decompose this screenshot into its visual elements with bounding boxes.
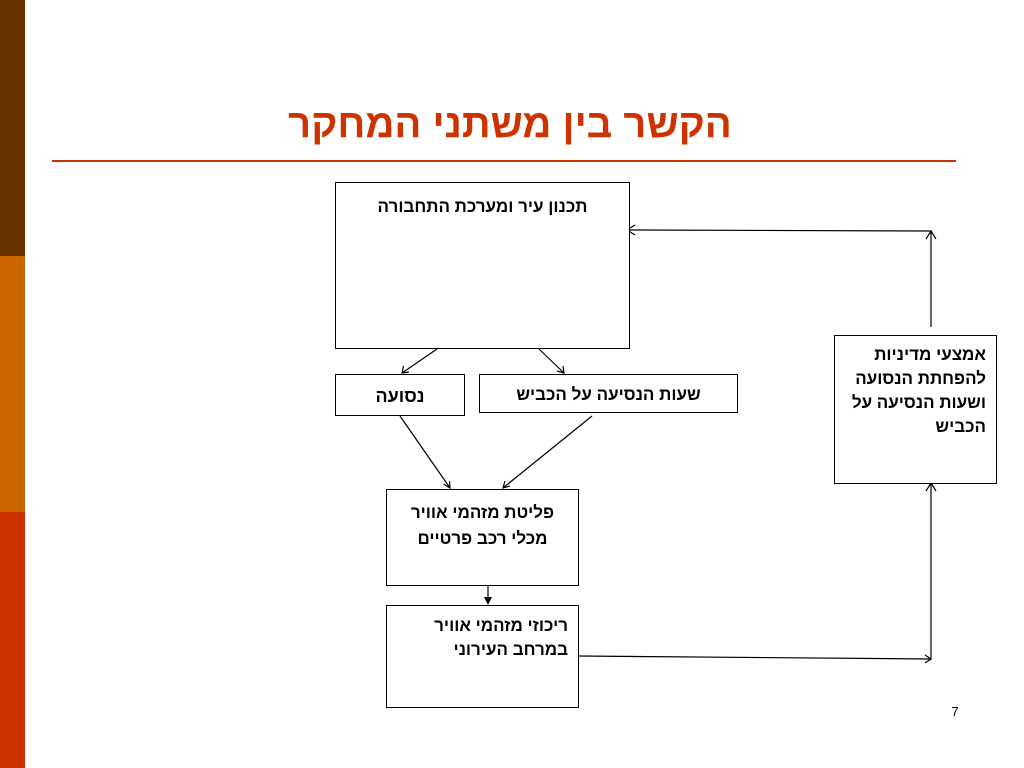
node-emissions-label: פליטת מזהמי אוויר מכלי רכב פרטיים — [410, 503, 555, 548]
edge-travel-to-emissions — [399, 415, 451, 490]
node-emissions: פליטת מזהמי אוויר מכלי רכב פרטיים — [386, 489, 579, 586]
slide-title: הקשר בין משתני המחקר — [288, 102, 732, 146]
edge-urban-to-hours — [538, 348, 565, 374]
edge-concentrations-to-policy — [578, 481, 937, 664]
edge-policy-to-urban — [625, 224, 937, 327]
node-road-hours: שעות הנסיעה על הכביש — [479, 374, 738, 413]
node-policy: אמצעי מדיניות להפחתת הנסועה ושעות הנסיעה… — [834, 335, 997, 484]
edge-emissions-to-concentrations — [484, 586, 492, 605]
edge-urban-to-travel — [401, 348, 438, 374]
node-road-hours-label: שעות הנסיעה על הכביש — [516, 385, 701, 404]
node-policy-label: אמצעי מדיניות להפחתת הנסועה ושעות הנסיעה… — [851, 345, 986, 436]
node-urban-planning: תכנון עיר ומערכת התחבורה — [335, 182, 630, 349]
accent-bar-top — [0, 0, 25, 256]
node-urban-planning-label: תכנון עיר ומערכת התחבורה — [377, 197, 588, 216]
title-underline — [52, 160, 956, 162]
accent-bar-bottom — [0, 512, 25, 768]
page-number: 7 — [951, 704, 959, 719]
node-concentrations-label: ריכוזי מזהמי אוויר במרחב העירוני — [434, 616, 568, 659]
accent-bar-middle — [0, 256, 25, 512]
edge-hours-to-emissions — [502, 415, 593, 489]
node-travel: נסועה — [335, 374, 465, 416]
node-concentrations: ריכוזי מזהמי אוויר במרחב העירוני — [386, 605, 579, 708]
node-travel-label: נסועה — [375, 386, 425, 406]
